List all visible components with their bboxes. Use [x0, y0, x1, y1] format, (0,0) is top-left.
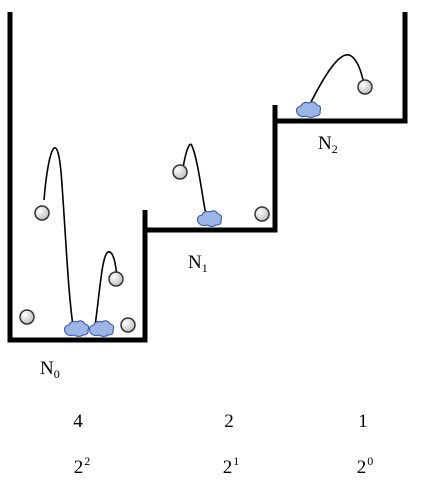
- splash-n0-b: [88, 320, 115, 338]
- splash-n1: [196, 210, 223, 228]
- power-n0: 22: [73, 454, 91, 478]
- level-label-n1: N1: [188, 252, 208, 275]
- splash-n0-a: [63, 320, 90, 338]
- ball: [172, 164, 188, 180]
- ball: [108, 271, 124, 287]
- ball: [120, 317, 136, 333]
- trajectory-n0-right: [94, 251, 118, 327]
- power-n1: 21: [222, 454, 240, 478]
- balls: [19, 79, 373, 333]
- trajectory-n1: [182, 143, 207, 216]
- count-n2: 1: [358, 411, 368, 432]
- splash-n2: [295, 101, 322, 119]
- trajectory-n0-left: [43, 147, 74, 327]
- power-n2: 20: [356, 454, 374, 478]
- trajectory-n2: [307, 54, 365, 109]
- count-n0: 4: [73, 411, 83, 432]
- splashes: [63, 101, 322, 338]
- staircase-walls: [7, 12, 408, 343]
- count-n1: 2: [224, 411, 234, 432]
- ball: [34, 205, 50, 221]
- level-label-n0: N0: [40, 358, 60, 381]
- trajectories: [43, 54, 365, 327]
- level-label-n2: N2: [318, 133, 338, 156]
- ball: [19, 309, 35, 325]
- ball: [254, 206, 270, 222]
- ball: [357, 79, 373, 95]
